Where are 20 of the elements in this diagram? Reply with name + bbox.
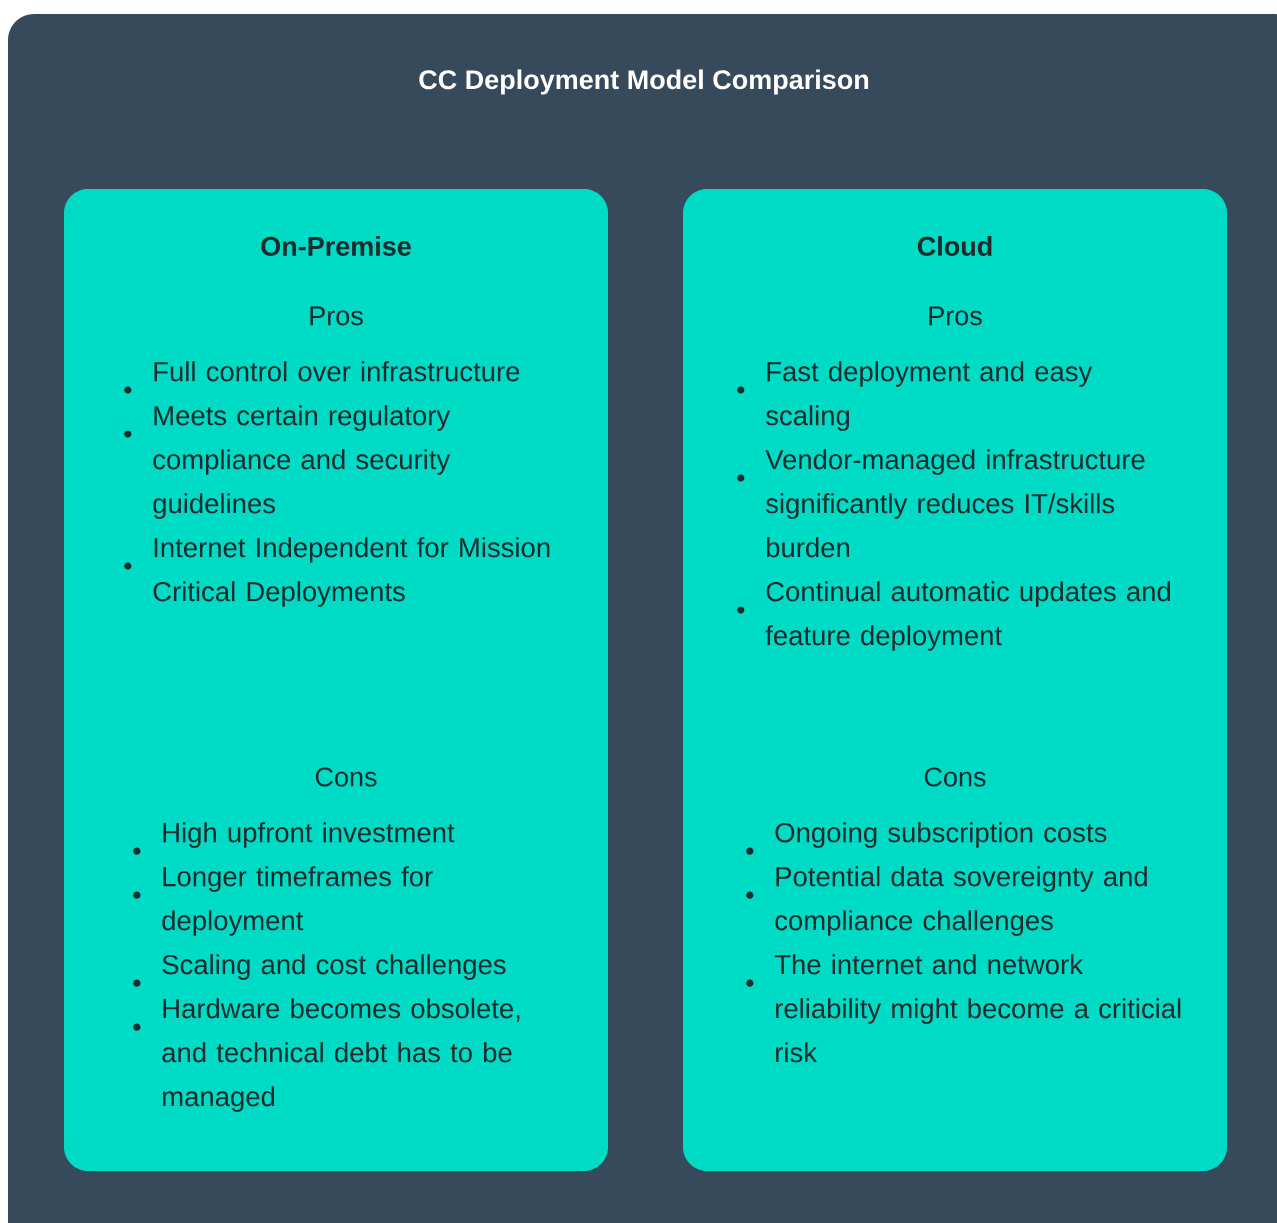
bullet-item: Fast deployment and easy scaling <box>737 361 1093 431</box>
title: CC Deployment Model Comparison <box>419 69 869 95</box>
card-heading: On-Premise <box>261 236 411 256</box>
bullet-item: Potential data sovereignty and compliance challenges <box>746 866 1147 936</box>
bullet-item: Longer timeframes for deployment <box>133 866 433 936</box>
bullet-item: The internet and network reliability might become a criticial risk <box>746 954 1181 1063</box>
bullet-item: Continual automatic updates and feature deployment <box>737 581 1170 651</box>
bullet-item: Scaling and cost challenges <box>133 954 506 987</box>
section-heading: Cons <box>315 767 377 787</box>
section-heading: Pros <box>929 306 982 326</box>
bullet-item: Internet Independent for Mission Critical Deployments <box>124 537 550 607</box>
bullet-item: Hardware becomes obsolete, and technical debt has to be managed <box>133 998 520 1112</box>
bullet-item: Full control over infrastructure <box>124 361 520 394</box>
card-heading: Cloud <box>917 236 992 256</box>
section-heading: Cons <box>924 767 986 787</box>
bullet-item: Ongoing subscription costs <box>746 822 1107 855</box>
bullet-item: Vendor-managed infrastructure significantly reduces IT/skills burden <box>737 449 1145 558</box>
bullet-item: High upfront investment <box>133 822 455 855</box>
bullet-item: Meets certain regulatory compliance and security guidelines <box>124 405 451 519</box>
section-heading: Pros <box>310 306 363 326</box>
